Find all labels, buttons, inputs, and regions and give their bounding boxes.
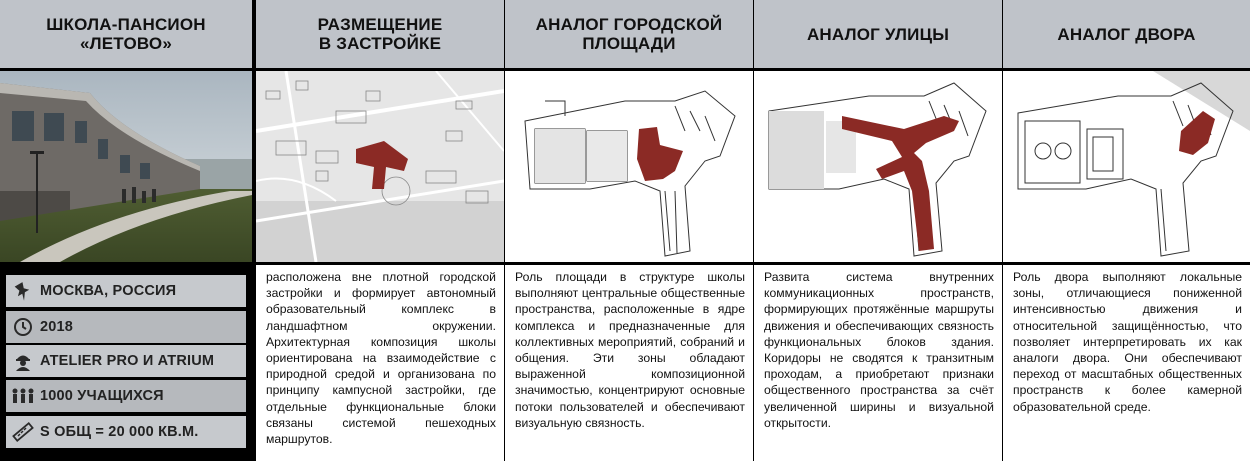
ruler-icon bbox=[6, 416, 40, 448]
column-title: АНАЛОГ УЛИЦЫ bbox=[806, 24, 950, 44]
people-icon bbox=[6, 380, 40, 412]
info-year: 2018 bbox=[6, 311, 246, 343]
info-label: 2018 bbox=[40, 319, 74, 335]
column-header: РАЗМЕЩЕНИЕ В ЗАСТРОЙКЕ bbox=[256, 0, 504, 68]
column-square: АНАЛОГ ГОРОДСКОЙ ПЛОЩАДИ Роль площади в … bbox=[505, 0, 753, 461]
column-text: Роль двора выполняют локальные зоны, отл… bbox=[1003, 265, 1250, 461]
column-yard: АНАЛОГ ДВОРА Роль двора выполняют локал bbox=[1003, 0, 1250, 461]
info-location: МОСКВА, РОССИЯ bbox=[6, 275, 246, 307]
clock-icon bbox=[6, 311, 40, 343]
column-street: АНАЛОГ УЛИЦЫ Развита система внутренних … bbox=[754, 0, 1002, 461]
architect-icon bbox=[6, 345, 40, 377]
info-panel: МОСКВА, РОССИЯ 2018 ATELIER PRO И ATRIUM… bbox=[0, 265, 252, 461]
column-title: АНАЛОГ ГОРОДСКОЙ ПЛОЩАДИ bbox=[535, 15, 723, 53]
info-label: S ОБЩ = 20 000 КВ.М. bbox=[40, 424, 199, 440]
school-render-image bbox=[0, 71, 252, 262]
column-placement: РАЗМЕЩЕНИЕ В ЗАСТРОЙКЕ bbox=[256, 0, 504, 461]
pin-icon bbox=[6, 275, 40, 307]
info-label: МОСКВА, РОССИЯ bbox=[40, 283, 177, 299]
column-title: ШКОЛА-ПАНСИОН «ЛЕТОВО» bbox=[46, 15, 206, 53]
square-floorplan-image bbox=[505, 71, 753, 262]
info-label: 1000 УЧАЩИХСЯ bbox=[40, 388, 164, 404]
column-header: АНАЛОГ ГОРОДСКОЙ ПЛОЩАДИ bbox=[505, 0, 753, 68]
column-title: АНАЛОГ ДВОРА bbox=[1057, 24, 1196, 44]
column-header: АНАЛОГ УЛИЦЫ bbox=[754, 0, 1002, 68]
column-header: ШКОЛА-ПАНСИОН «ЛЕТОВО» bbox=[0, 0, 252, 68]
info-architect: ATELIER PRO И ATRIUM bbox=[6, 345, 246, 377]
column-header: АНАЛОГ ДВОРА bbox=[1003, 0, 1250, 68]
street-floorplan-image bbox=[754, 71, 1002, 262]
column-text: расположена вне плотной городской застро… bbox=[256, 265, 504, 461]
column-title: РАЗМЕЩЕНИЕ В ЗАСТРОЙКЕ bbox=[317, 15, 443, 53]
column-school: ШКОЛА-ПАНСИОН «ЛЕТОВО» bbox=[0, 0, 252, 461]
column-text: Роль площади в структуре школы выполняют… bbox=[505, 265, 753, 461]
info-area: S ОБЩ = 20 000 КВ.М. bbox=[6, 416, 246, 448]
yard-floorplan-image bbox=[1003, 71, 1250, 262]
column-text: Развита система внутренних коммуникацион… bbox=[754, 265, 1002, 461]
site-plan-image bbox=[256, 71, 504, 262]
info-label: ATELIER PRO И ATRIUM bbox=[40, 353, 215, 369]
info-students: 1000 УЧАЩИХСЯ bbox=[6, 380, 246, 412]
